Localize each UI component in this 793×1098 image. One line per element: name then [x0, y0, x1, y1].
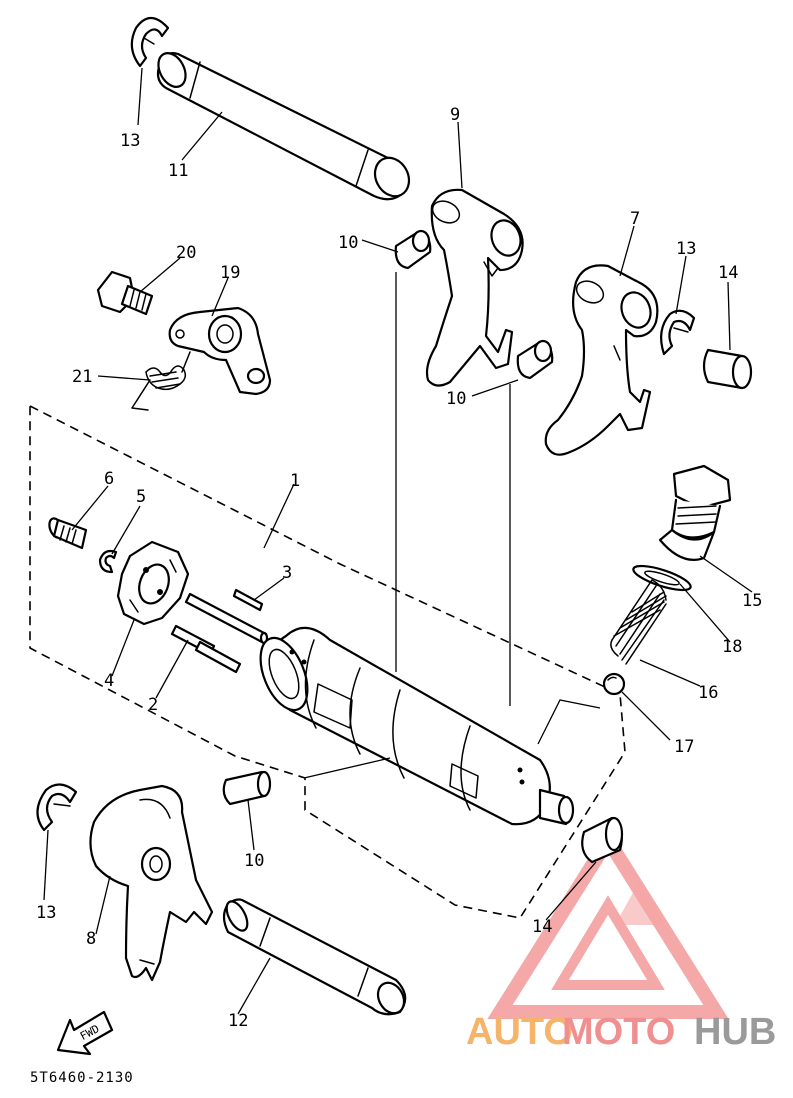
watermark-text: AUTO MOTO HUB	[466, 1011, 776, 1053]
callout-3: 3	[282, 563, 292, 583]
callout-21: 21	[72, 367, 92, 387]
callout-5: 5	[136, 487, 146, 507]
callout-7: 7	[630, 209, 640, 229]
roller-14-top	[702, 348, 753, 390]
callout-8: 8	[86, 929, 96, 949]
watermark-auto: AUTO	[466, 1011, 573, 1053]
watermark-logo	[487, 826, 729, 1019]
drawing-code: 5T6460-2130	[30, 1070, 134, 1086]
spring-21	[131, 351, 191, 411]
callout-13: 13	[120, 131, 140, 151]
callout-14: 14	[718, 263, 738, 283]
callout-10: 10	[244, 851, 264, 871]
bolt-20	[96, 270, 154, 316]
leader-lines	[43, 67, 753, 1015]
circlip-13-top	[130, 16, 170, 68]
callout-17: 17	[674, 737, 694, 757]
assembly-boundary	[29, 404, 626, 919]
callout-9: 9	[450, 105, 460, 125]
callout-20: 20	[176, 243, 196, 263]
stopper-lever-19	[168, 306, 272, 396]
callouts: 13 11 9 10 20 19 21 7 13 14 10 1 6 5 3 4…	[36, 105, 762, 1031]
callout-15: 15	[742, 591, 762, 611]
callout-12: 12	[228, 1011, 248, 1031]
callout-4: 4	[104, 671, 114, 691]
pin-10-middle	[516, 339, 554, 380]
pins-3	[184, 588, 269, 645]
ball-17	[602, 672, 626, 696]
screw-6	[48, 517, 88, 550]
shift-fork-7	[544, 264, 659, 456]
callout-16: 16	[698, 683, 718, 703]
shift-fork-8	[89, 784, 214, 982]
callout-19: 19	[220, 263, 240, 283]
shaft-11	[156, 52, 411, 201]
pin-10-lower	[222, 770, 272, 806]
forward-arrow-icon: FWD	[56, 1010, 114, 1056]
circlip-13-right	[659, 309, 696, 356]
watermark-moto: MOTO	[562, 1011, 675, 1053]
callout-14: 14	[532, 917, 552, 937]
shift-drum-1	[259, 626, 575, 826]
callout-1: 1	[290, 471, 300, 491]
roller-14-bottom	[581, 816, 624, 864]
shaft-12	[222, 898, 407, 1016]
circlip-13-bottom	[36, 783, 78, 832]
segment-4	[116, 540, 190, 626]
spring-16	[610, 579, 667, 665]
callout-10: 10	[338, 233, 358, 253]
callout-10: 10	[446, 389, 466, 409]
circlip-5	[98, 549, 118, 574]
plug-bolt-15	[658, 464, 732, 561]
callout-11: 11	[168, 161, 188, 181]
callout-13: 13	[676, 239, 696, 259]
callout-18: 18	[722, 637, 742, 657]
callout-13: 13	[36, 903, 56, 923]
watermark-hub: HUB	[694, 1011, 776, 1053]
pin-10-upper	[394, 229, 432, 270]
shift-fork-9	[425, 188, 524, 387]
callout-6: 6	[104, 469, 114, 489]
pins-2	[170, 624, 242, 674]
callout-2: 2	[148, 695, 158, 715]
